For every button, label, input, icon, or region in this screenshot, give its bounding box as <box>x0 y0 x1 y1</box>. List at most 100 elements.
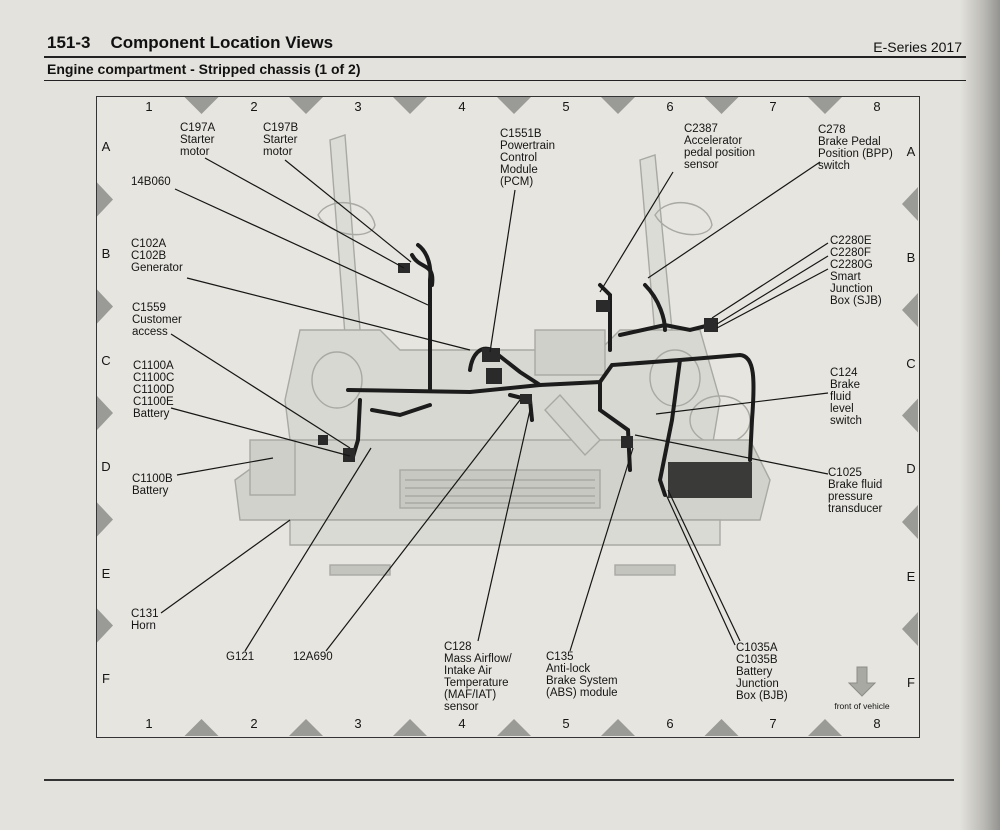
front-of-vehicle-arrow-icon <box>847 666 877 697</box>
callout-c1559: C1559 Customer access <box>132 302 182 338</box>
grid-marker <box>97 396 113 430</box>
leader-line <box>325 399 521 652</box>
grid-marker <box>497 97 531 114</box>
grid-marker <box>289 719 323 736</box>
leader-line <box>204 157 405 269</box>
grid-marker <box>497 719 531 736</box>
leader-line <box>176 457 274 476</box>
callout-c131: C131 Horn <box>131 608 159 632</box>
callout-14b060: 14B060 <box>131 176 171 188</box>
grid-marker <box>704 97 739 114</box>
leader-line <box>667 489 741 642</box>
leader-line <box>647 161 821 279</box>
leader-line <box>599 171 674 293</box>
callout-c1035: C1035A C1035B Battery Junction Box (BJB) <box>736 642 788 702</box>
leader-line <box>711 242 829 319</box>
column-label-top: 1 <box>145 99 152 114</box>
leader-lines <box>160 157 829 652</box>
grid-marker <box>97 502 113 537</box>
callout-c197a: C197A Starter motor <box>180 122 216 158</box>
row-label-right: E <box>907 569 916 584</box>
column-label-top: 4 <box>458 99 465 114</box>
section-number: 151-3 <box>47 33 91 52</box>
grid-marker <box>808 97 842 114</box>
series-label: E-Series 2017 <box>873 39 962 55</box>
leader-line <box>174 188 429 306</box>
grid-marker <box>184 719 219 736</box>
grid-marker <box>601 719 635 736</box>
callout-c1100: C1100A C1100C C1100D C1100E Battery <box>133 360 175 420</box>
row-label-right: B <box>907 250 916 265</box>
grid-marker <box>601 97 635 114</box>
row-label-left: B <box>102 246 111 261</box>
column-label-bottom: 7 <box>769 716 776 731</box>
page-edge-shadow <box>960 0 1000 830</box>
grid-marker <box>902 612 918 646</box>
row-label-right: C <box>906 356 915 371</box>
callout-c128: C128 Mass Airflow/ Intake Air Temperatur… <box>444 641 512 713</box>
grid-marker <box>97 289 113 324</box>
grid-marker <box>184 97 219 114</box>
leader-line <box>160 519 291 614</box>
column-label-bottom: 8 <box>873 716 880 731</box>
footer-rule <box>44 779 954 781</box>
callout-c1100b: C1100B Battery <box>132 473 173 497</box>
grid-marker <box>902 187 918 221</box>
callout-g121: G121 <box>226 651 255 663</box>
column-label-top: 5 <box>562 99 569 114</box>
leader-line <box>716 268 829 329</box>
callout-c2280: C2280E C2280F C2280G Smart Junction Box … <box>830 235 882 307</box>
row-label-left: E <box>102 566 111 581</box>
leader-line <box>284 159 412 263</box>
row-label-right: D <box>906 461 915 476</box>
row-label-right: A <box>907 144 916 159</box>
leader-line <box>663 489 736 646</box>
leader-line <box>489 189 516 353</box>
callout-c1025: C1025 Brake fluid pressure transducer <box>828 467 883 515</box>
header-rule <box>44 56 966 58</box>
grid-markers-right <box>902 187 918 646</box>
leader-line <box>244 447 372 652</box>
leader-line <box>655 392 829 415</box>
row-label-left: A <box>102 139 111 154</box>
connector-blocks <box>318 263 752 498</box>
column-label-bottom: 3 <box>354 716 361 731</box>
chassis-illustration <box>234 134 771 576</box>
grid-marker <box>902 293 918 327</box>
grid-marker <box>97 608 113 643</box>
grid-markers-left <box>97 182 113 643</box>
front-of-vehicle-label: front of vehicle <box>834 701 890 711</box>
callout-12a690: 12A690 <box>293 651 333 663</box>
column-label-bottom: 4 <box>458 716 465 731</box>
leader-line <box>170 407 351 457</box>
column-label-bottom: 6 <box>666 716 673 731</box>
column-label-bottom: 2 <box>250 716 257 731</box>
row-label-right: F <box>907 675 915 690</box>
leader-line <box>170 333 351 449</box>
leader-line <box>569 447 634 652</box>
callout-c102: C102A C102B Generator <box>131 238 183 274</box>
grid-marker <box>704 719 739 736</box>
grid-marker <box>393 719 427 736</box>
leader-line <box>186 277 471 351</box>
page-subtitle: Engine compartment - Stripped chassis (1… <box>47 61 361 77</box>
callout-c278: C278 Brake Pedal Position (BPP) switch <box>818 124 893 172</box>
column-label-top: 2 <box>250 99 257 114</box>
callout-c124: C124 Brake fluid level switch <box>830 367 862 427</box>
callout-c135: C135 Anti-lock Brake System (ABS) module <box>546 651 618 699</box>
column-label-top: 3 <box>354 99 361 114</box>
grid-marker <box>902 505 918 539</box>
column-label-top: 7 <box>769 99 776 114</box>
grid-marker <box>289 97 323 114</box>
leader-line <box>716 255 829 325</box>
row-label-left: C <box>101 353 110 368</box>
grid-marker <box>97 182 113 217</box>
subtitle-rule <box>44 80 966 81</box>
grid-markers-bottom <box>184 719 842 736</box>
column-label-bottom: 5 <box>562 716 569 731</box>
